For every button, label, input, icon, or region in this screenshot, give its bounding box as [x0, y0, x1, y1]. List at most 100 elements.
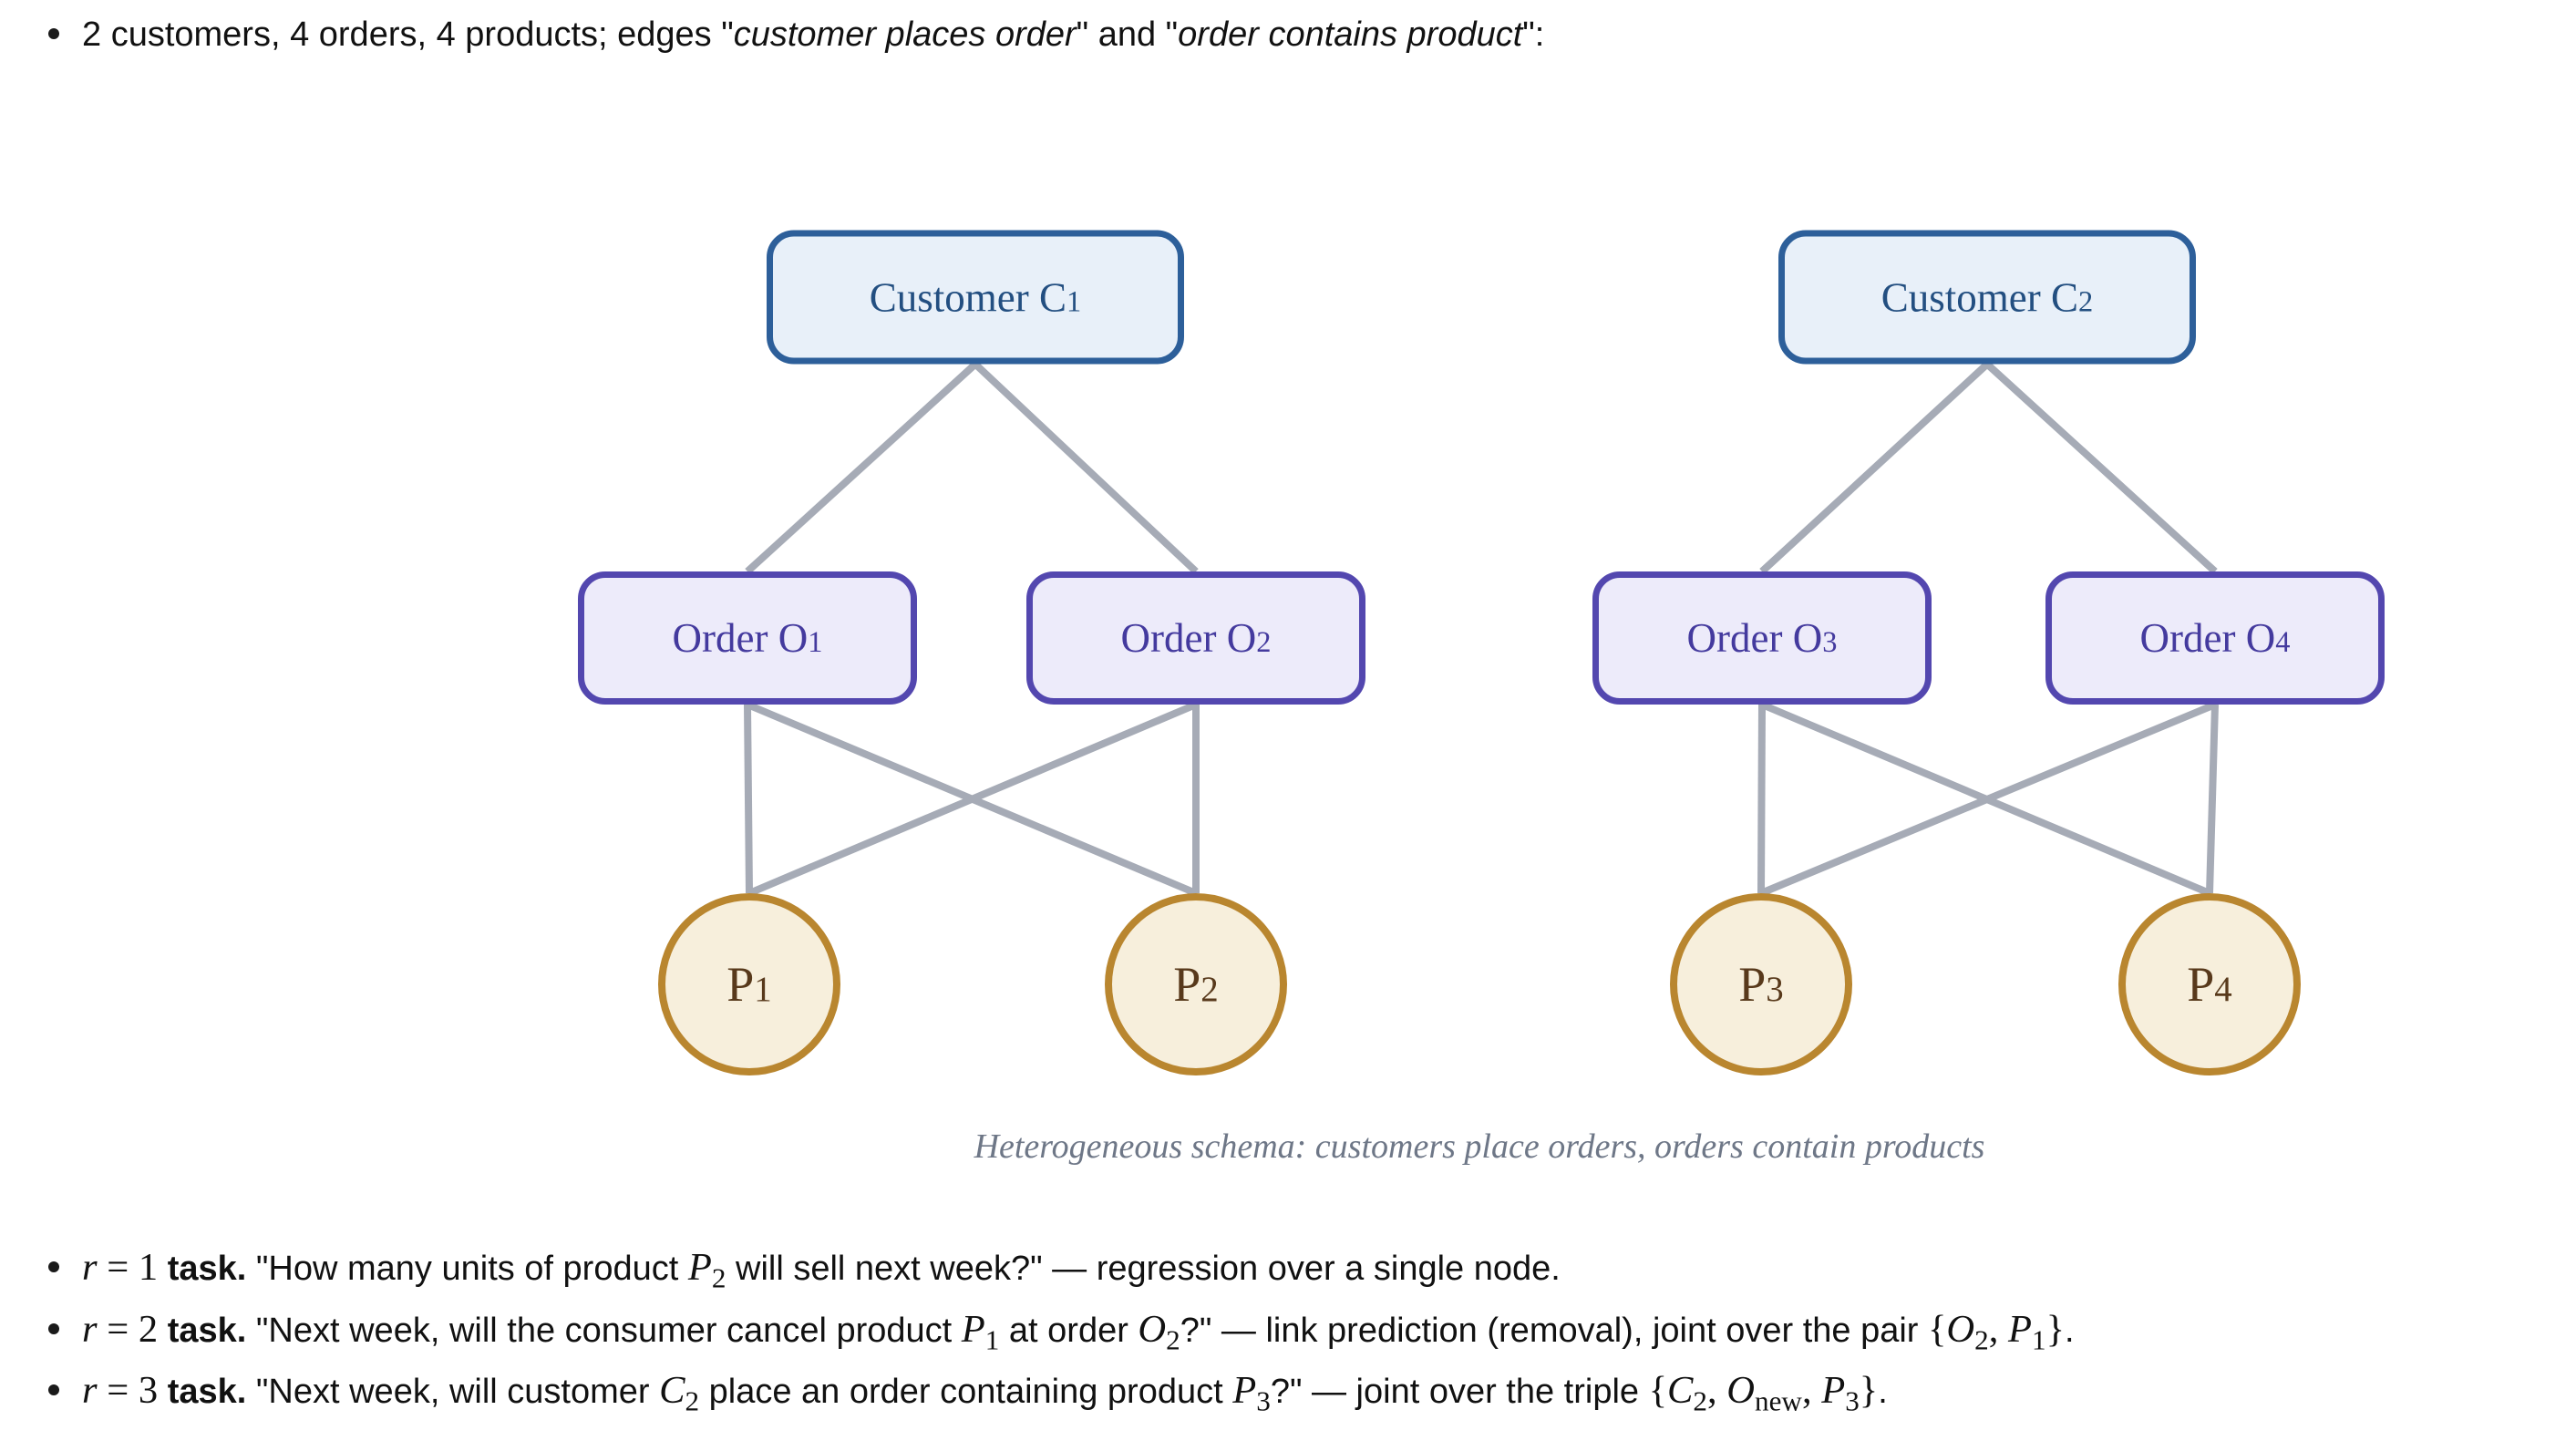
text-run: . — [1878, 1373, 1888, 1411]
text-run: = 1 — [97, 1246, 168, 1289]
edge-o1-p1 — [744, 704, 753, 894]
text-run: P — [687, 1246, 712, 1289]
node-label-subscript: 4 — [2275, 626, 2291, 659]
edge-c2-o3 — [1759, 361, 1990, 574]
text-run: r — [82, 1246, 98, 1289]
text-run: "How many units of product — [246, 1250, 688, 1288]
text-run: , — [1988, 1308, 2009, 1351]
text-run: P — [2008, 1308, 2033, 1351]
node-label-subscript: 2 — [2078, 285, 2094, 318]
text-run: ": — [1522, 15, 1545, 54]
node-label: P2 — [1173, 957, 1219, 1012]
text-run: 2 — [1166, 1323, 1180, 1356]
node-label-subscript: 1 — [754, 970, 772, 1009]
node-label: Order O2 — [1120, 615, 1272, 661]
edge-o1-p2 — [746, 701, 1198, 897]
node-label-subscript: 3 — [1822, 626, 1838, 659]
node-label: Order O1 — [672, 615, 823, 661]
text-run: P — [1232, 1369, 1257, 1412]
node-o2: Order O2 — [1026, 571, 1365, 705]
edge-o2-p1 — [747, 701, 1198, 897]
node-label-subscript: 2 — [1256, 626, 1272, 659]
node-c2: Customer C2 — [1778, 230, 2196, 365]
text-run: = 3 — [97, 1369, 168, 1412]
node-label: Order O4 — [2139, 615, 2291, 661]
node-label-subscript: 3 — [1766, 970, 1784, 1009]
text-run: task. — [167, 1312, 247, 1350]
bullet-icon — [48, 28, 59, 39]
text-run: place an order containing product — [699, 1373, 1233, 1411]
node-label: Customer C1 — [869, 274, 1082, 320]
task-bullet-r3: r = 3 task. "Next week, will customer C2… — [0, 1369, 2576, 1424]
edge-c1-o2 — [973, 361, 1199, 574]
text-run: . — [2065, 1312, 2075, 1350]
node-label-subscript: 1 — [808, 626, 823, 659]
text-run: { — [1648, 1369, 1668, 1412]
text-run: 1 — [984, 1323, 1000, 1356]
bullet-icon — [48, 1384, 59, 1395]
text-run: ?" — joint over the triple — [1270, 1373, 1649, 1411]
node-label: Customer C2 — [1880, 274, 2094, 320]
task-bullet-r2: r = 2 task. "Next week, will the consume… — [0, 1308, 2576, 1363]
node-label-subscript: 4 — [2214, 970, 2232, 1009]
text-run: , — [1707, 1369, 1727, 1412]
node-label-subscript: 2 — [1200, 970, 1219, 1009]
text-run: 2 — [1974, 1323, 1989, 1356]
text-run: C — [1667, 1369, 1694, 1412]
intro-bullet-line: 2 customers, 4 orders, 4 products; edges… — [0, 13, 2576, 57]
text-run: 1 — [2032, 1323, 2046, 1356]
text-run: { — [1928, 1308, 1947, 1351]
text-run: customer places order — [733, 15, 1077, 54]
edge-c2-o4 — [1984, 361, 2218, 574]
node-p1: P1 — [658, 893, 840, 1075]
edge-c1-o1 — [745, 361, 978, 574]
text-run: O — [1726, 1369, 1756, 1412]
node-label: P4 — [2187, 957, 2232, 1012]
text-run: ?" — link prediction (removal), joint ov… — [1180, 1312, 1928, 1350]
text-run: 3 — [1845, 1384, 1860, 1417]
bullet-icon — [48, 1323, 59, 1334]
node-label-subscript: 1 — [1066, 285, 1082, 318]
text-run: O — [1138, 1308, 1167, 1351]
text-run: "Next week, will customer — [246, 1373, 660, 1411]
text-run: 2 — [711, 1261, 726, 1294]
text-run: order contains product — [1178, 15, 1523, 54]
node-label: P1 — [726, 957, 772, 1012]
edge-o3-p4 — [1760, 701, 2211, 897]
text-run: } — [1859, 1369, 1879, 1412]
text-run: , — [1801, 1369, 1822, 1412]
text-run: 3 — [1256, 1384, 1271, 1417]
node-p3: P3 — [1670, 893, 1852, 1075]
node-c1: Customer C1 — [767, 230, 1184, 365]
text-run: will sell next week?" — regression over … — [726, 1250, 1561, 1288]
node-p2: P2 — [1105, 893, 1287, 1075]
text-run: } — [2045, 1308, 2066, 1351]
node-label: P3 — [1738, 957, 1784, 1012]
text-run: at order — [999, 1312, 1139, 1350]
diagram-caption: Heterogeneous schema: customers place or… — [974, 1127, 1985, 1166]
edge-o4-p4 — [2206, 704, 2219, 894]
node-o4: Order O4 — [2045, 571, 2385, 705]
text-run: new — [1755, 1384, 1802, 1417]
text-run: task. — [167, 1250, 247, 1288]
intro-text: 2 customers, 4 orders, 4 products; edges… — [82, 15, 1544, 54]
text-run: C — [659, 1369, 685, 1412]
text-run: task. — [167, 1373, 247, 1411]
text-run: r — [82, 1369, 98, 1412]
text-run: 2 — [685, 1384, 700, 1417]
text-run: r — [82, 1308, 98, 1351]
bullet-icon — [48, 1261, 59, 1272]
node-o3: Order O3 — [1592, 571, 1932, 705]
text-run: "Next week, will the consumer cancel pro… — [246, 1312, 962, 1350]
text-run: " and " — [1076, 15, 1179, 54]
task-r1-text: r = 1 task. "How many units of product P… — [82, 1246, 1561, 1294]
edge-o4-p3 — [1759, 701, 2217, 897]
text-run: O — [1946, 1308, 1975, 1351]
task-r2-text: r = 2 task. "Next week, will the consume… — [82, 1308, 2075, 1356]
text-run: 2 — [1693, 1384, 1707, 1417]
text-run: P — [961, 1308, 985, 1351]
text-run: P — [1821, 1369, 1846, 1412]
node-p4: P4 — [2118, 893, 2301, 1075]
